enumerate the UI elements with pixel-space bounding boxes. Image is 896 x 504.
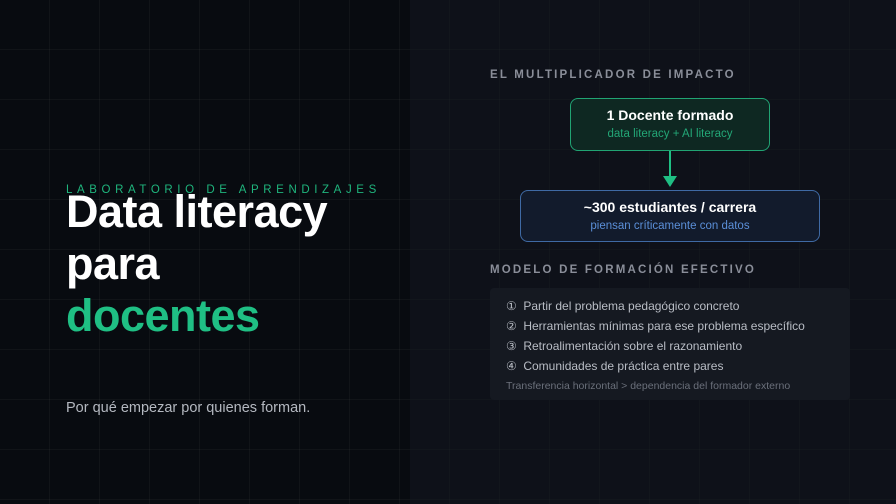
subtitle: Por qué empezar por quienes forman. [66, 400, 311, 416]
title-line-1: Data literacy [66, 186, 328, 237]
circled-number-icon: ④ [506, 359, 517, 373]
list-item: ① Partir del problema pedagógico concret… [506, 296, 834, 316]
circled-number-icon: ② [506, 319, 517, 333]
students-box: ~300 estudiantes / carrera piensan críti… [520, 190, 820, 242]
circled-number-icon: ③ [506, 339, 517, 353]
model-label: MODELO DE FORMACIÓN EFECTIVO [490, 264, 757, 276]
list-item: ② Herramientas mínimas para ese problema… [506, 316, 834, 336]
right-panel [410, 0, 896, 504]
footnote: Transferencia horizontal > dependencia d… [506, 380, 791, 392]
teacher-box: 1 Docente formado data literacy + AI lit… [570, 98, 770, 151]
list-item: ③ Retroalimentación sobre el razonamient… [506, 336, 834, 356]
step-text: Comunidades de práctica entre pares [523, 359, 724, 373]
step-text: Retroalimentación sobre el razonamiento [523, 339, 743, 353]
circled-number-icon: ① [506, 299, 517, 313]
arrow-down-icon [663, 176, 677, 187]
teacher-box-subtitle: data literacy + AI literacy [607, 128, 733, 140]
kicker-label: LABORATORIO DE APRENDIZAJES [66, 184, 381, 196]
model-steps-card: ① Partir del problema pedagógico concret… [490, 288, 850, 400]
page-title: Data literacy para docentes [66, 186, 328, 342]
step-text: Herramientas mínimas para ese problema e… [523, 319, 805, 333]
teacher-box-title: 1 Docente formado [606, 107, 734, 123]
multiplier-label: EL MULTIPLICADOR DE IMPACTO [490, 69, 736, 81]
title-line-3: docentes [66, 290, 260, 341]
students-box-subtitle: piensan críticamente con datos [590, 220, 750, 232]
title-line-2: para [66, 238, 160, 289]
list-item: ④ Comunidades de práctica entre pares [506, 356, 834, 376]
arrow-line [669, 151, 671, 176]
students-box-title: ~300 estudiantes / carrera [583, 199, 757, 215]
step-text: Partir del problema pedagógico concreto [523, 299, 740, 313]
